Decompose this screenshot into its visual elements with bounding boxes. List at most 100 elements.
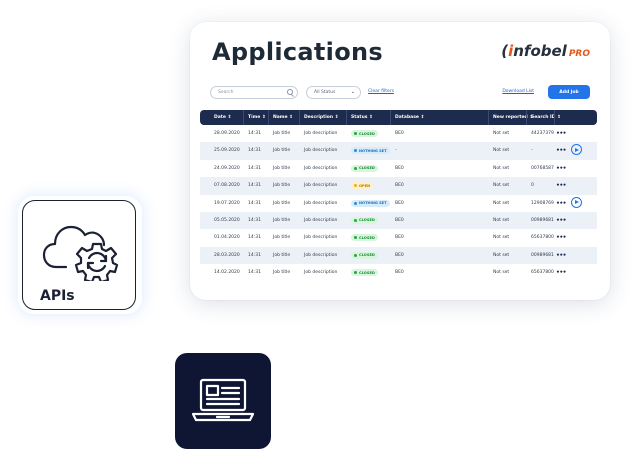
cell-name: Job title <box>273 217 291 223</box>
status-badge: CLOSED <box>351 251 378 259</box>
search-input[interactable]: Search <box>210 86 298 99</box>
more-options-icon[interactable]: ••• <box>556 182 567 190</box>
status-badge-label: NOTHING SET <box>359 148 387 153</box>
more-options-icon[interactable]: ••• <box>556 130 567 137</box>
download-list-link[interactable]: Download List <box>502 89 534 94</box>
column-header-name[interactable]: Name ⇕ <box>273 115 293 120</box>
cell-description: Job description <box>304 270 338 276</box>
cell-name: Job title <box>273 252 291 258</box>
more-options-icon[interactable]: ••• <box>556 216 567 224</box>
cell-new-reported: Not set <box>493 270 510 276</box>
cell-time: 14:31 <box>248 183 261 189</box>
more-options-icon[interactable]: ••• <box>556 234 567 242</box>
apis-label: APIs <box>40 288 75 304</box>
cloud-gear-icon <box>42 225 119 281</box>
status-dot-icon <box>354 184 357 188</box>
column-header-date[interactable]: Date ⇕ <box>214 115 232 120</box>
infobel-pro-logo: (infobel PRO <box>501 42 590 60</box>
table-row[interactable]: 07.08.2020 14:31 Job title Job description B… <box>200 177 597 195</box>
status-badge-label: OPEN <box>359 183 371 188</box>
cell-name: Job title <box>273 200 291 206</box>
cell-description: Job description <box>304 165 338 171</box>
play-circle-icon[interactable] <box>571 196 582 208</box>
cell-time: 14:31 <box>248 200 261 206</box>
more-options-icon[interactable]: ••• <box>556 269 567 277</box>
status-dot-icon <box>354 166 357 170</box>
cell-date: 25.09.2020 <box>214 148 240 154</box>
search-icon[interactable] <box>287 89 293 95</box>
cell-new-reported: Not set <box>493 148 510 154</box>
status-filter-select[interactable]: All Status ⌄ <box>306 86 361 99</box>
cell-date: 19.07.2020 <box>214 200 240 206</box>
cell-name: Job title <box>273 165 291 171</box>
applications-table: Date ⇕ Time ⇕ Name ⇕ Description ⇕ Statu… <box>200 110 597 282</box>
cell-search-id: 0 <box>531 183 534 189</box>
cell-database: - <box>395 148 397 154</box>
cell-database: BE0 <box>395 235 404 241</box>
cell-time: 14:31 <box>248 165 261 171</box>
more-options-icon[interactable]: ••• <box>556 199 567 207</box>
cell-database: BE0 <box>395 200 404 206</box>
status-badge-label: CLOSED <box>359 218 375 223</box>
cell-name: Job title <box>273 148 291 154</box>
cell-search-id: 65637800 <box>531 270 554 276</box>
cell-name: Job title <box>273 183 291 189</box>
more-options-icon[interactable]: ••• <box>556 164 567 172</box>
cell-time: 14:31 <box>248 148 261 154</box>
column-header-status[interactable]: Status ⇕ <box>351 115 373 120</box>
cell-description: Job description <box>304 252 338 258</box>
status-badge-label: CLOSED <box>359 270 375 275</box>
cell-date: 07.08.2020 <box>214 183 240 189</box>
cell-description: Job description <box>304 183 338 189</box>
column-header-new-reported[interactable]: New reported ⇕ <box>493 115 534 120</box>
add-job-button[interactable]: Add Job <box>548 85 590 99</box>
cell-date: 28.09.2020 <box>214 131 240 136</box>
cell-new-reported: Not set <box>493 252 510 258</box>
cell-search-id: 00768587 <box>531 165 554 171</box>
chevron-down-icon: ⌄ <box>350 89 355 95</box>
cell-database: BE0 <box>395 131 404 136</box>
toolbar: Search All Status ⌄ Clear filters Downlo… <box>210 85 590 102</box>
status-dot-icon <box>354 149 357 153</box>
search-placeholder: Search <box>218 90 234 95</box>
cell-date: 01.04.2020 <box>214 235 240 241</box>
status-badge: NOTHING SET <box>351 199 390 207</box>
cell-database: BE0 <box>395 217 404 223</box>
play-circle-icon[interactable] <box>571 144 582 156</box>
more-options-icon[interactable]: ••• <box>556 251 567 259</box>
cell-description: Job description <box>304 200 338 206</box>
cell-time: 14:31 <box>248 252 261 258</box>
cell-new-reported: Not set <box>493 235 510 241</box>
applications-card: Applications (infobel PRO Search All Sta… <box>190 22 610 300</box>
column-header-search-id[interactable]: Search ID ⇕ <box>531 115 561 120</box>
more-options-icon[interactable]: ••• <box>556 147 567 155</box>
column-header-time[interactable]: Time ⇕ <box>248 115 266 120</box>
cell-search-id: 12908769 <box>531 200 554 206</box>
status-badge: CLOSED <box>351 216 378 224</box>
status-filter-value: All Status <box>314 90 336 95</box>
cell-search-id: 65637800 <box>531 235 554 241</box>
status-badge-label: NOTHING SET <box>359 201 387 206</box>
clear-filters-link[interactable]: Clear filters <box>368 89 395 94</box>
table-row[interactable]: 19.07.2020 14:31 Job title Job description B… <box>200 195 597 212</box>
cell-date: 14.02.2020 <box>214 270 240 276</box>
laptop-tile <box>175 353 271 449</box>
cell-database: BE0 <box>395 183 404 189</box>
column-header-database[interactable]: Database ⇕ <box>395 115 425 120</box>
status-dot-icon <box>354 271 357 275</box>
cell-search-id: 00989681 <box>531 217 554 223</box>
cell-time: 14:31 <box>248 217 261 223</box>
table-header: Date ⇕ Time ⇕ Name ⇕ Description ⇕ Statu… <box>200 110 597 125</box>
cell-name: Job title <box>273 270 291 276</box>
column-header-description[interactable]: Description ⇕ <box>304 115 339 120</box>
status-badge-label: CLOSED <box>359 253 375 258</box>
cell-date: 28.03.2020 <box>214 252 240 258</box>
